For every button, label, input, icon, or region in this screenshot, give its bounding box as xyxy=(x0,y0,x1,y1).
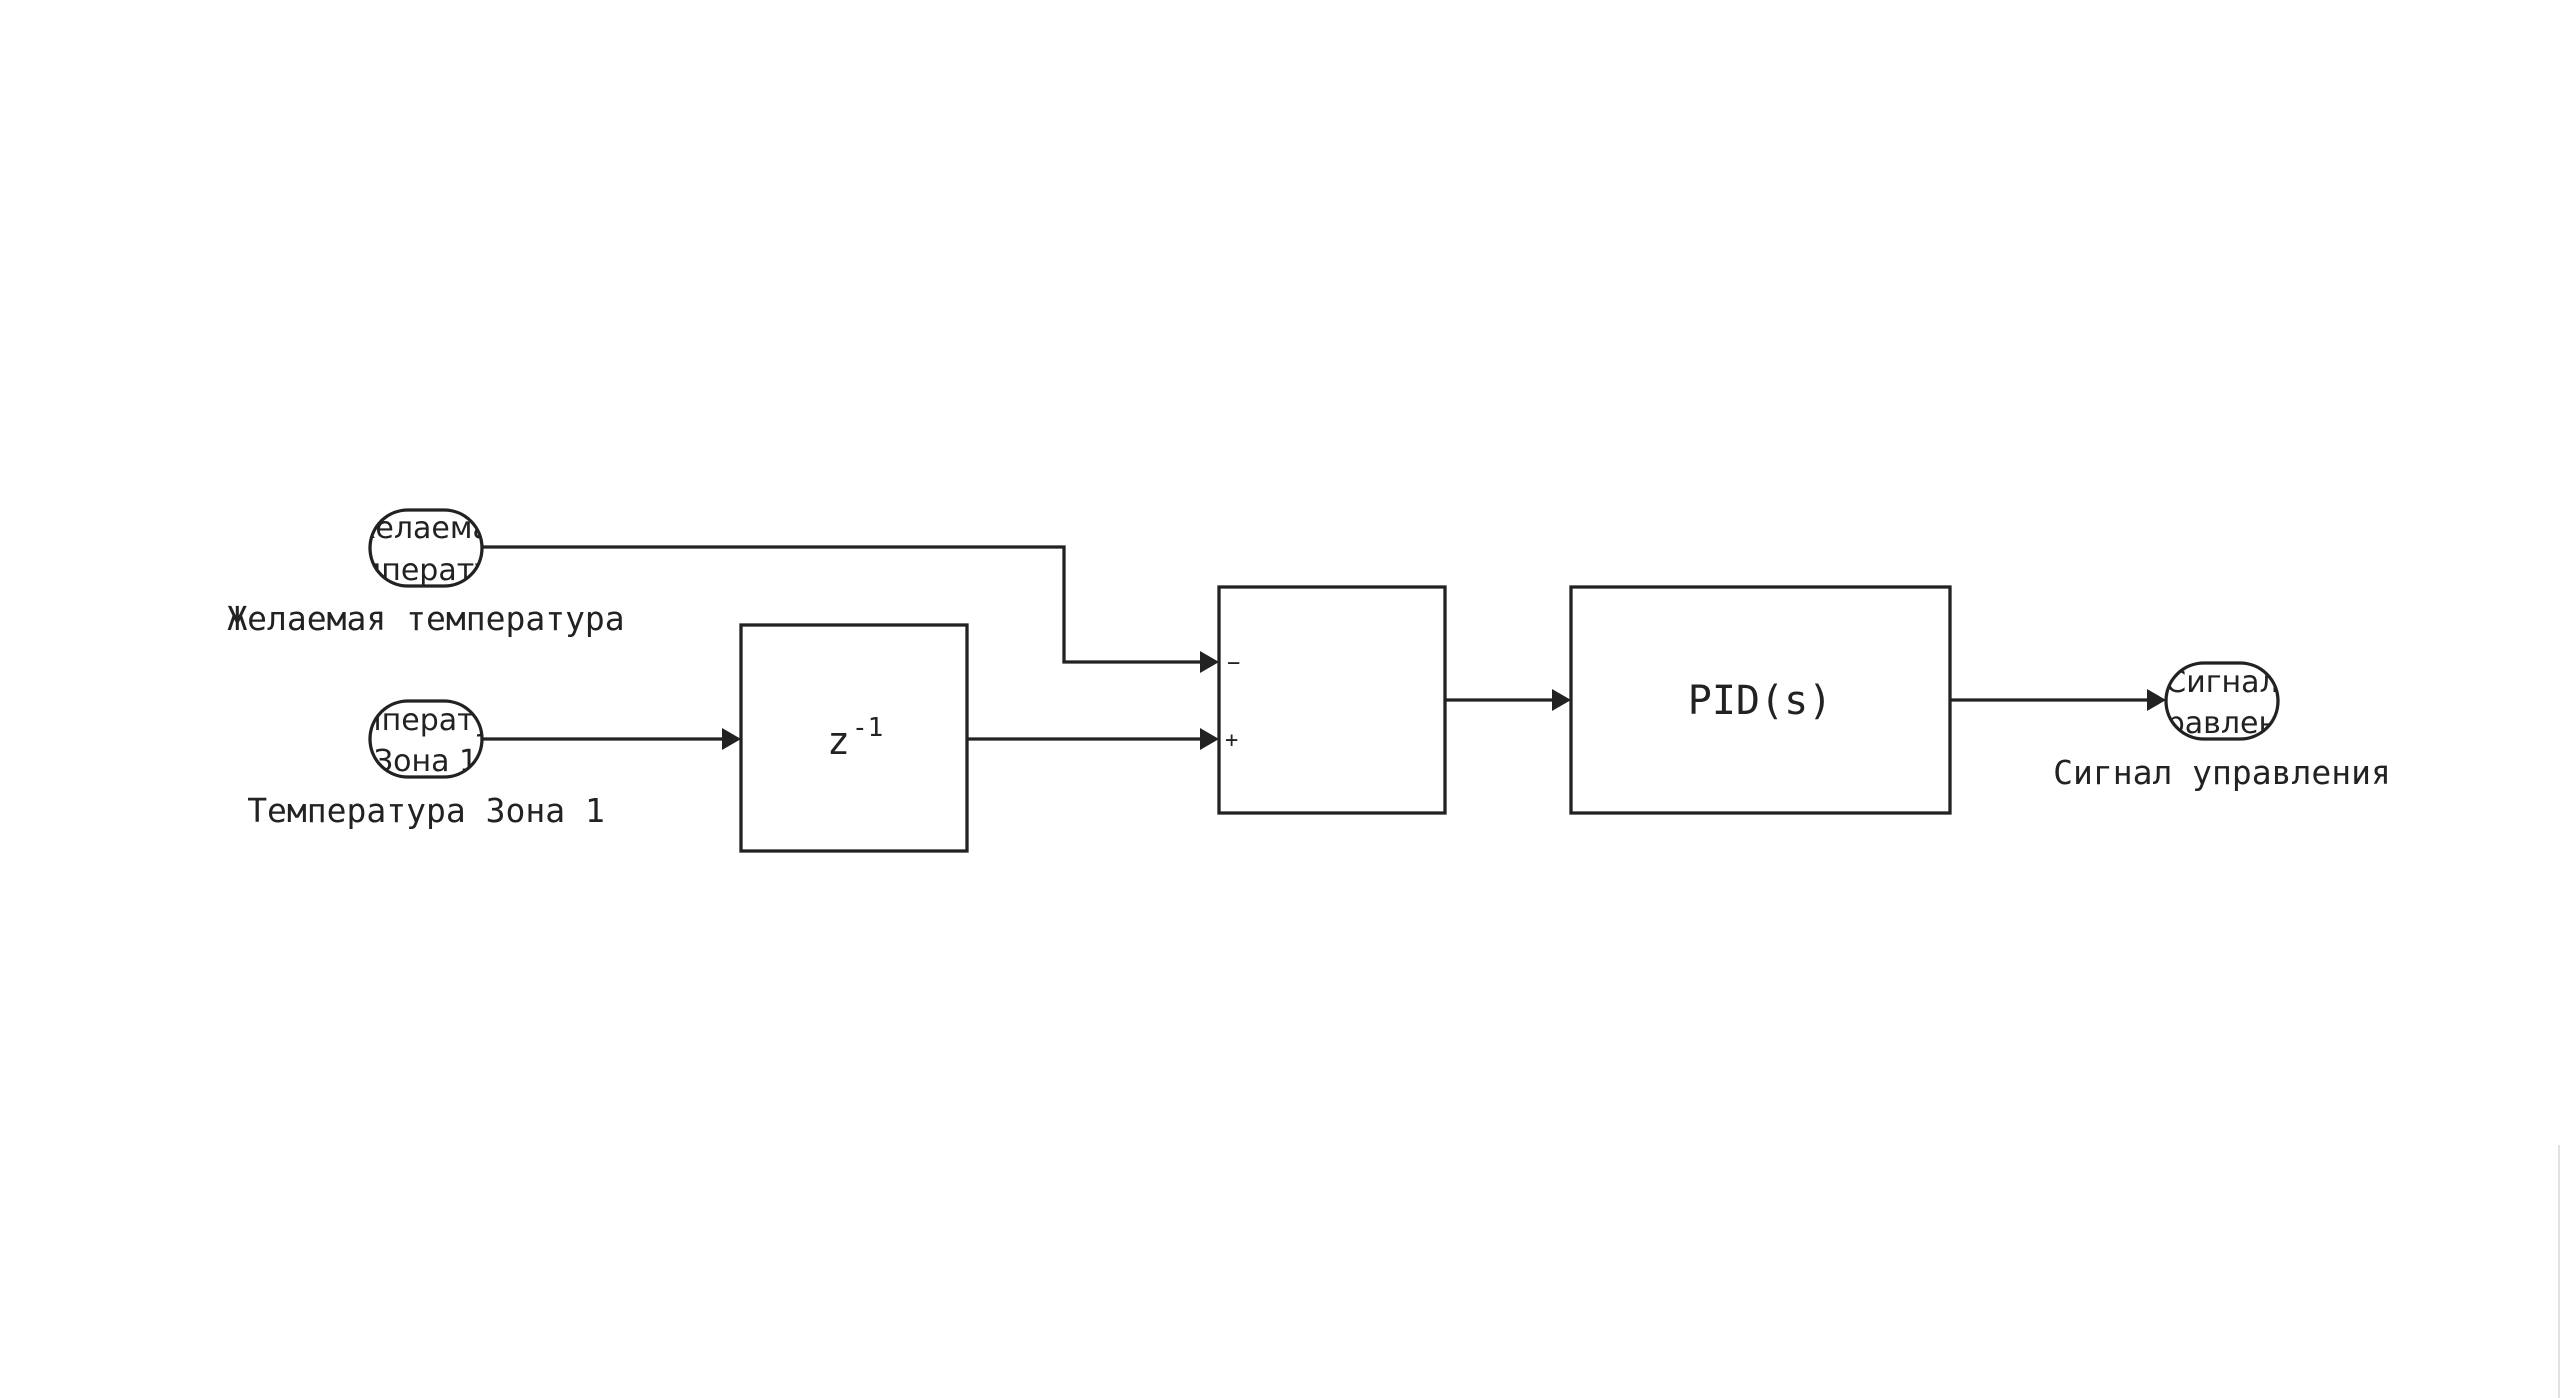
arrow-delay-to-sum xyxy=(1200,728,1219,750)
unit-delay-base: z xyxy=(827,719,850,763)
unit-delay-block-frame xyxy=(739,623,969,853)
canvas-edge-divider xyxy=(2558,1145,2560,1398)
arrow-sum-to-pid xyxy=(1552,689,1571,711)
unit-delay-block[interactable]: z -1 xyxy=(739,623,969,853)
outport-control-signal-inner-line1: Сигнал xyxy=(2165,665,2278,700)
inport-setpoint[interactable]: Желаемая температура Желаемая температур… xyxy=(227,508,625,638)
arrow-temperature-to-delay xyxy=(722,728,741,750)
sum-sign-plus: + xyxy=(1225,728,1238,753)
inport-temperature-label: Температура Зона 1 xyxy=(247,791,605,830)
inport-setpoint-shape xyxy=(368,508,484,588)
sum-sign-minus: − xyxy=(1227,651,1240,676)
sum-block-frame xyxy=(1217,585,1447,815)
inport-temperature[interactable]: Температура Зона 1 Температура Зона 1 xyxy=(247,699,605,830)
inport-setpoint-inner-line1: Желаемая xyxy=(343,511,509,546)
pid-block-frame xyxy=(1569,585,1952,815)
unit-delay-exponent: -1 xyxy=(852,713,883,743)
inport-temperature-inner-line1: Температура xyxy=(321,703,530,738)
inport-setpoint-label: Желаемая температура xyxy=(227,599,624,638)
pid-controller-block[interactable]: PID(s) xyxy=(1569,585,1952,815)
arrow-setpoint-to-sum xyxy=(1200,651,1219,673)
sum-block[interactable]: − + xyxy=(1217,585,1447,815)
signal-lines xyxy=(482,545,2166,750)
outport-control-signal-inner-line2: управления xyxy=(2128,706,2315,741)
pid-block-label: PID(s) xyxy=(1688,678,1833,724)
inport-setpoint-inner-line2: температура xyxy=(323,553,530,588)
inport-temperature-inner-line2: Зона 1 xyxy=(374,744,478,779)
arrow-pid-to-output xyxy=(2147,689,2166,711)
outport-control-signal-shape xyxy=(2164,661,2280,741)
outport-control-signal[interactable]: Сигнал управления Сигнал управления xyxy=(2053,661,2391,792)
outport-control-signal-label: Сигнал управления xyxy=(2053,753,2391,792)
wire-setpoint-to-sum xyxy=(482,545,1200,664)
inport-temperature-shape xyxy=(368,699,484,779)
